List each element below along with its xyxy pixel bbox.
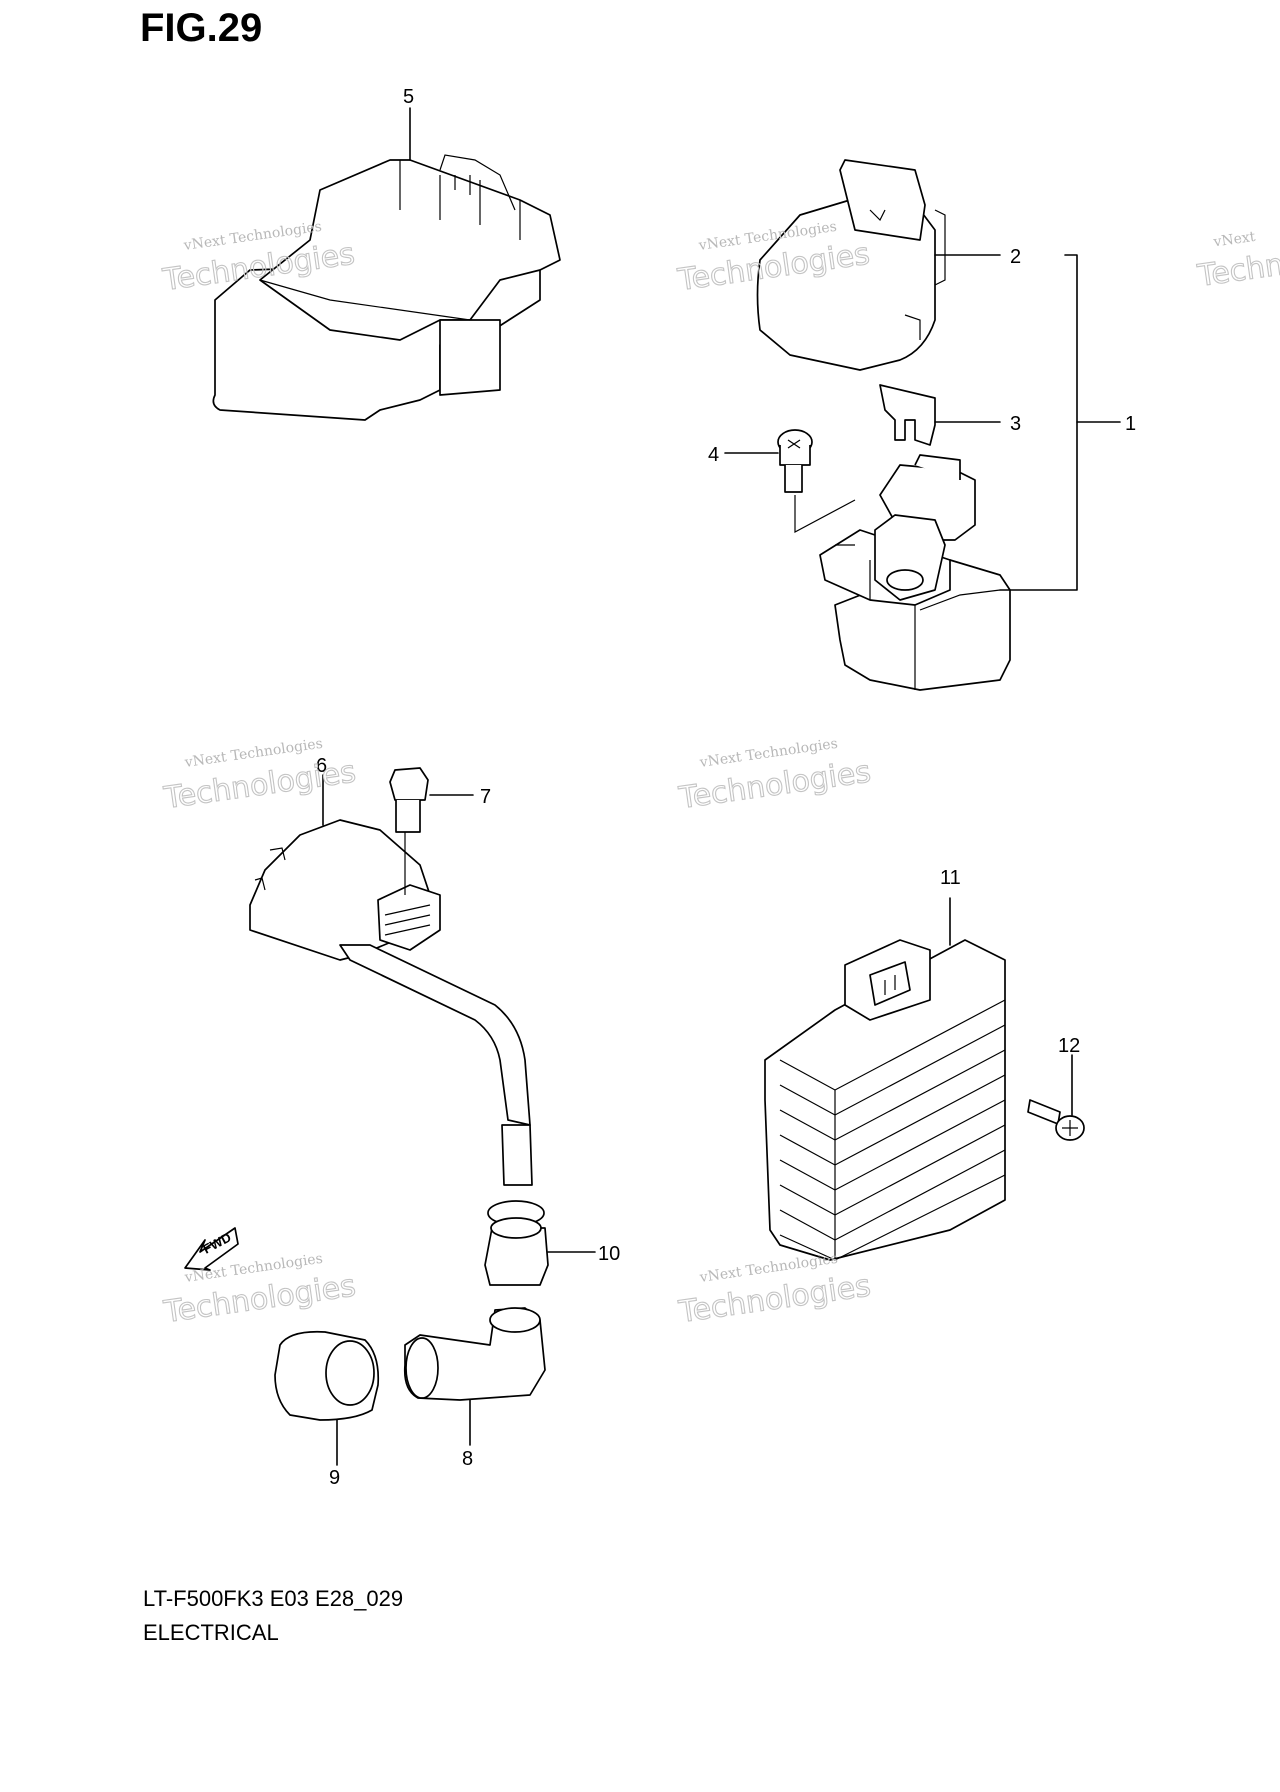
part-8-plug-cap[interactable] xyxy=(403,1307,546,1401)
callout-7: 7 xyxy=(480,786,491,808)
figure-title: FIG.29 xyxy=(140,6,263,50)
high-tension-lead xyxy=(339,944,533,1186)
watermark-mid-left: vNext Technologies Technologies xyxy=(161,736,359,817)
callout-4: 4 xyxy=(708,444,719,466)
screw-assembly-line xyxy=(794,495,856,533)
part-2-relay-cover[interactable] xyxy=(756,159,946,371)
part-6-ignition-coil[interactable] xyxy=(249,819,441,961)
callout-11: 11 xyxy=(940,867,961,889)
watermark-bottom-left: vNext Technologies Technologies xyxy=(161,1251,359,1331)
section-title: ELECTRICAL xyxy=(143,1620,279,1645)
part-12-screw[interactable] xyxy=(1027,1099,1085,1141)
callout-8: 8 xyxy=(462,1448,473,1470)
watermark-edge-right: vNext Technologies xyxy=(1194,229,1280,295)
part-9-cover[interactable] xyxy=(274,1330,380,1421)
svg-text:vNext: vNext xyxy=(1212,229,1257,251)
callout-2: 2 xyxy=(1010,246,1021,268)
part-4-screw[interactable] xyxy=(777,429,813,493)
part-11-regulator-rectifier[interactable] xyxy=(764,939,1006,1261)
watermark-bottom-mid: vNext Technologies Technologies xyxy=(676,1251,874,1331)
callout-1: 1 xyxy=(1125,413,1136,435)
model-code: LT-F500FK3 E03 E28_029 xyxy=(143,1586,404,1611)
callout-12: 12 xyxy=(1058,1035,1080,1057)
part-1-starter-relay[interactable] xyxy=(819,454,1011,691)
callout-9: 9 xyxy=(329,1467,340,1489)
callout-10: 10 xyxy=(598,1243,620,1265)
part-10-grommet[interactable] xyxy=(484,1200,549,1286)
part-5-ecu-unit[interactable] xyxy=(212,154,561,421)
watermark-mid-mid: vNext Technologies Technologies xyxy=(676,736,874,817)
part-3-fuse[interactable] xyxy=(879,384,936,446)
callout-6: 6 xyxy=(316,755,327,777)
part-7-bolt[interactable] xyxy=(389,767,429,895)
callout-3: 3 xyxy=(1010,413,1021,435)
callout-5: 5 xyxy=(403,86,414,108)
